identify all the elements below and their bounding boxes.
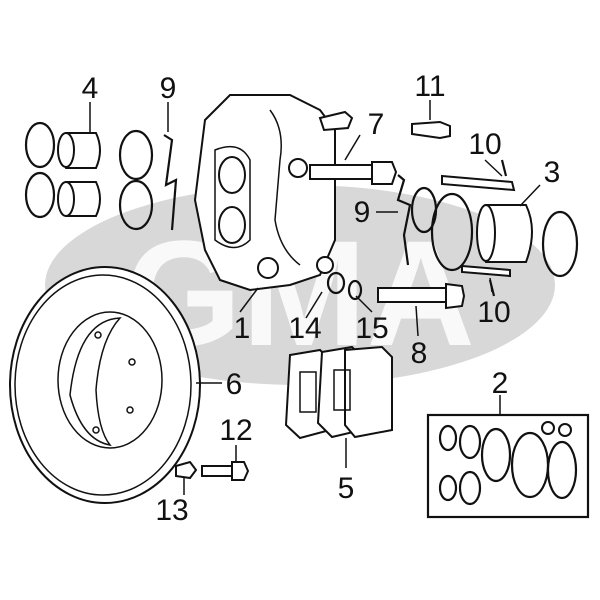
bolt-and-nut-small (175, 460, 250, 481)
piston-and-seals-right (410, 186, 579, 278)
retaining-spring-right (396, 174, 412, 266)
callout-15: 15 (355, 312, 388, 345)
callout-10-bottom: 10 (477, 296, 510, 329)
washers (326, 271, 363, 301)
callout-3: 3 (544, 156, 561, 189)
callout-8: 8 (411, 337, 428, 370)
callout-labels: 1 2 3 4 5 6 7 8 9 9 10 10 11 12 13 14 15 (82, 70, 561, 527)
callout-12: 12 (219, 414, 252, 447)
brake-disc (9, 266, 201, 504)
callout-6: 6 (226, 368, 243, 401)
seal-kit-box (426, 413, 590, 519)
callout-14: 14 (288, 312, 321, 345)
bolt-long (309, 161, 398, 185)
callout-7: 7 (368, 108, 385, 141)
bleed-screw (411, 120, 451, 140)
brake-pads (284, 345, 393, 440)
callout-5: 5 (338, 472, 355, 505)
leader-lines (89, 100, 541, 495)
pistons-and-seals-left (24, 121, 178, 231)
callout-1: 1 (234, 312, 251, 345)
callout-4: 4 (82, 72, 99, 105)
pad-retaining-pins (441, 159, 516, 297)
callout-10-top: 10 (468, 128, 501, 161)
bolt-mounting (377, 282, 466, 310)
caliper-bleed-nipple (318, 110, 354, 132)
callout-2: 2 (492, 367, 509, 400)
callout-13: 13 (155, 494, 188, 527)
callout-9-left: 9 (160, 72, 177, 105)
callout-9-right: 9 (354, 196, 371, 229)
caliper-body (193, 94, 336, 292)
callout-11: 11 (414, 70, 445, 103)
